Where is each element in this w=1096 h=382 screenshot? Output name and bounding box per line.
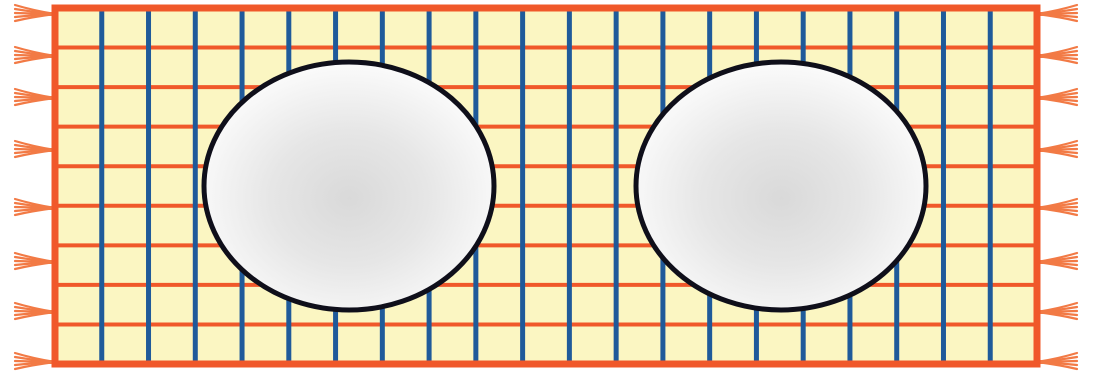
- tassel: [1037, 5, 1077, 21]
- tassel: [1037, 89, 1077, 105]
- tassel: [1037, 47, 1077, 63]
- right-fringe: [1037, 5, 1077, 369]
- tassel: [15, 141, 55, 157]
- tassel: [15, 47, 55, 63]
- tassel: [15, 353, 55, 369]
- tassel: [15, 89, 55, 105]
- left-fringe: [15, 5, 55, 369]
- tassel: [1037, 253, 1077, 269]
- tassel: [1037, 353, 1077, 369]
- tassel: [1037, 199, 1077, 215]
- tassel: [15, 253, 55, 269]
- tassel: [15, 303, 55, 319]
- right-hole: [636, 62, 926, 310]
- tassel: [15, 5, 55, 21]
- left-hole: [204, 62, 494, 310]
- tassel: [15, 199, 55, 215]
- tassel: [1037, 141, 1077, 157]
- tassel: [1037, 303, 1077, 319]
